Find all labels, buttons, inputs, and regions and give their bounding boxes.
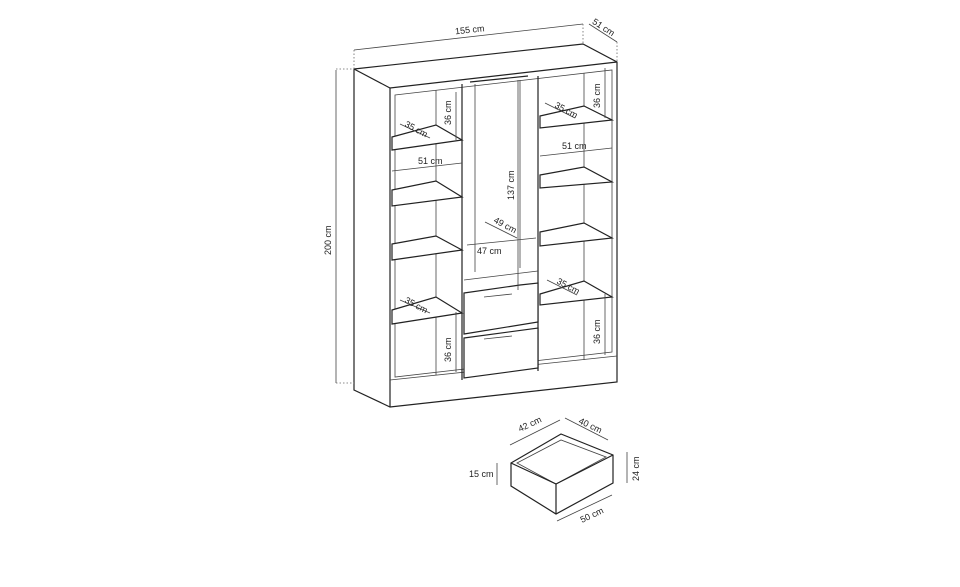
hanging-width-label: 47 cm	[477, 246, 502, 256]
drawer-depth-label: 42 cm	[517, 414, 543, 433]
hanging-height-label: 137 cm	[506, 170, 516, 200]
height-label: 200 cm	[323, 225, 333, 255]
compartment-height-top-left: 36 cm	[443, 100, 453, 125]
compartment-height-bottom-left: 36 cm	[443, 337, 453, 362]
compartment-height-top-right: 36 cm	[592, 83, 602, 108]
drawer-front-width-label: 50 cm	[579, 505, 605, 524]
right-shelves	[539, 105, 615, 306]
inner-width-right: 51 cm	[562, 141, 587, 151]
drawer-detail	[496, 417, 628, 522]
drawer-inner-width-label: 40 cm	[577, 416, 603, 435]
width-label: 155 cm	[455, 23, 485, 36]
left-shelves	[391, 124, 464, 325]
depth-label: 51 cm	[591, 16, 617, 38]
drawer-front-height-label: 24 cm	[631, 456, 641, 481]
inner-width-left: 51 cm	[418, 156, 443, 166]
dimension-lines	[335, 23, 618, 384]
drawer-inner-height-label: 15 cm	[469, 469, 494, 479]
center-drawers	[463, 270, 539, 379]
compartment-height-bottom-right: 36 cm	[592, 319, 602, 344]
